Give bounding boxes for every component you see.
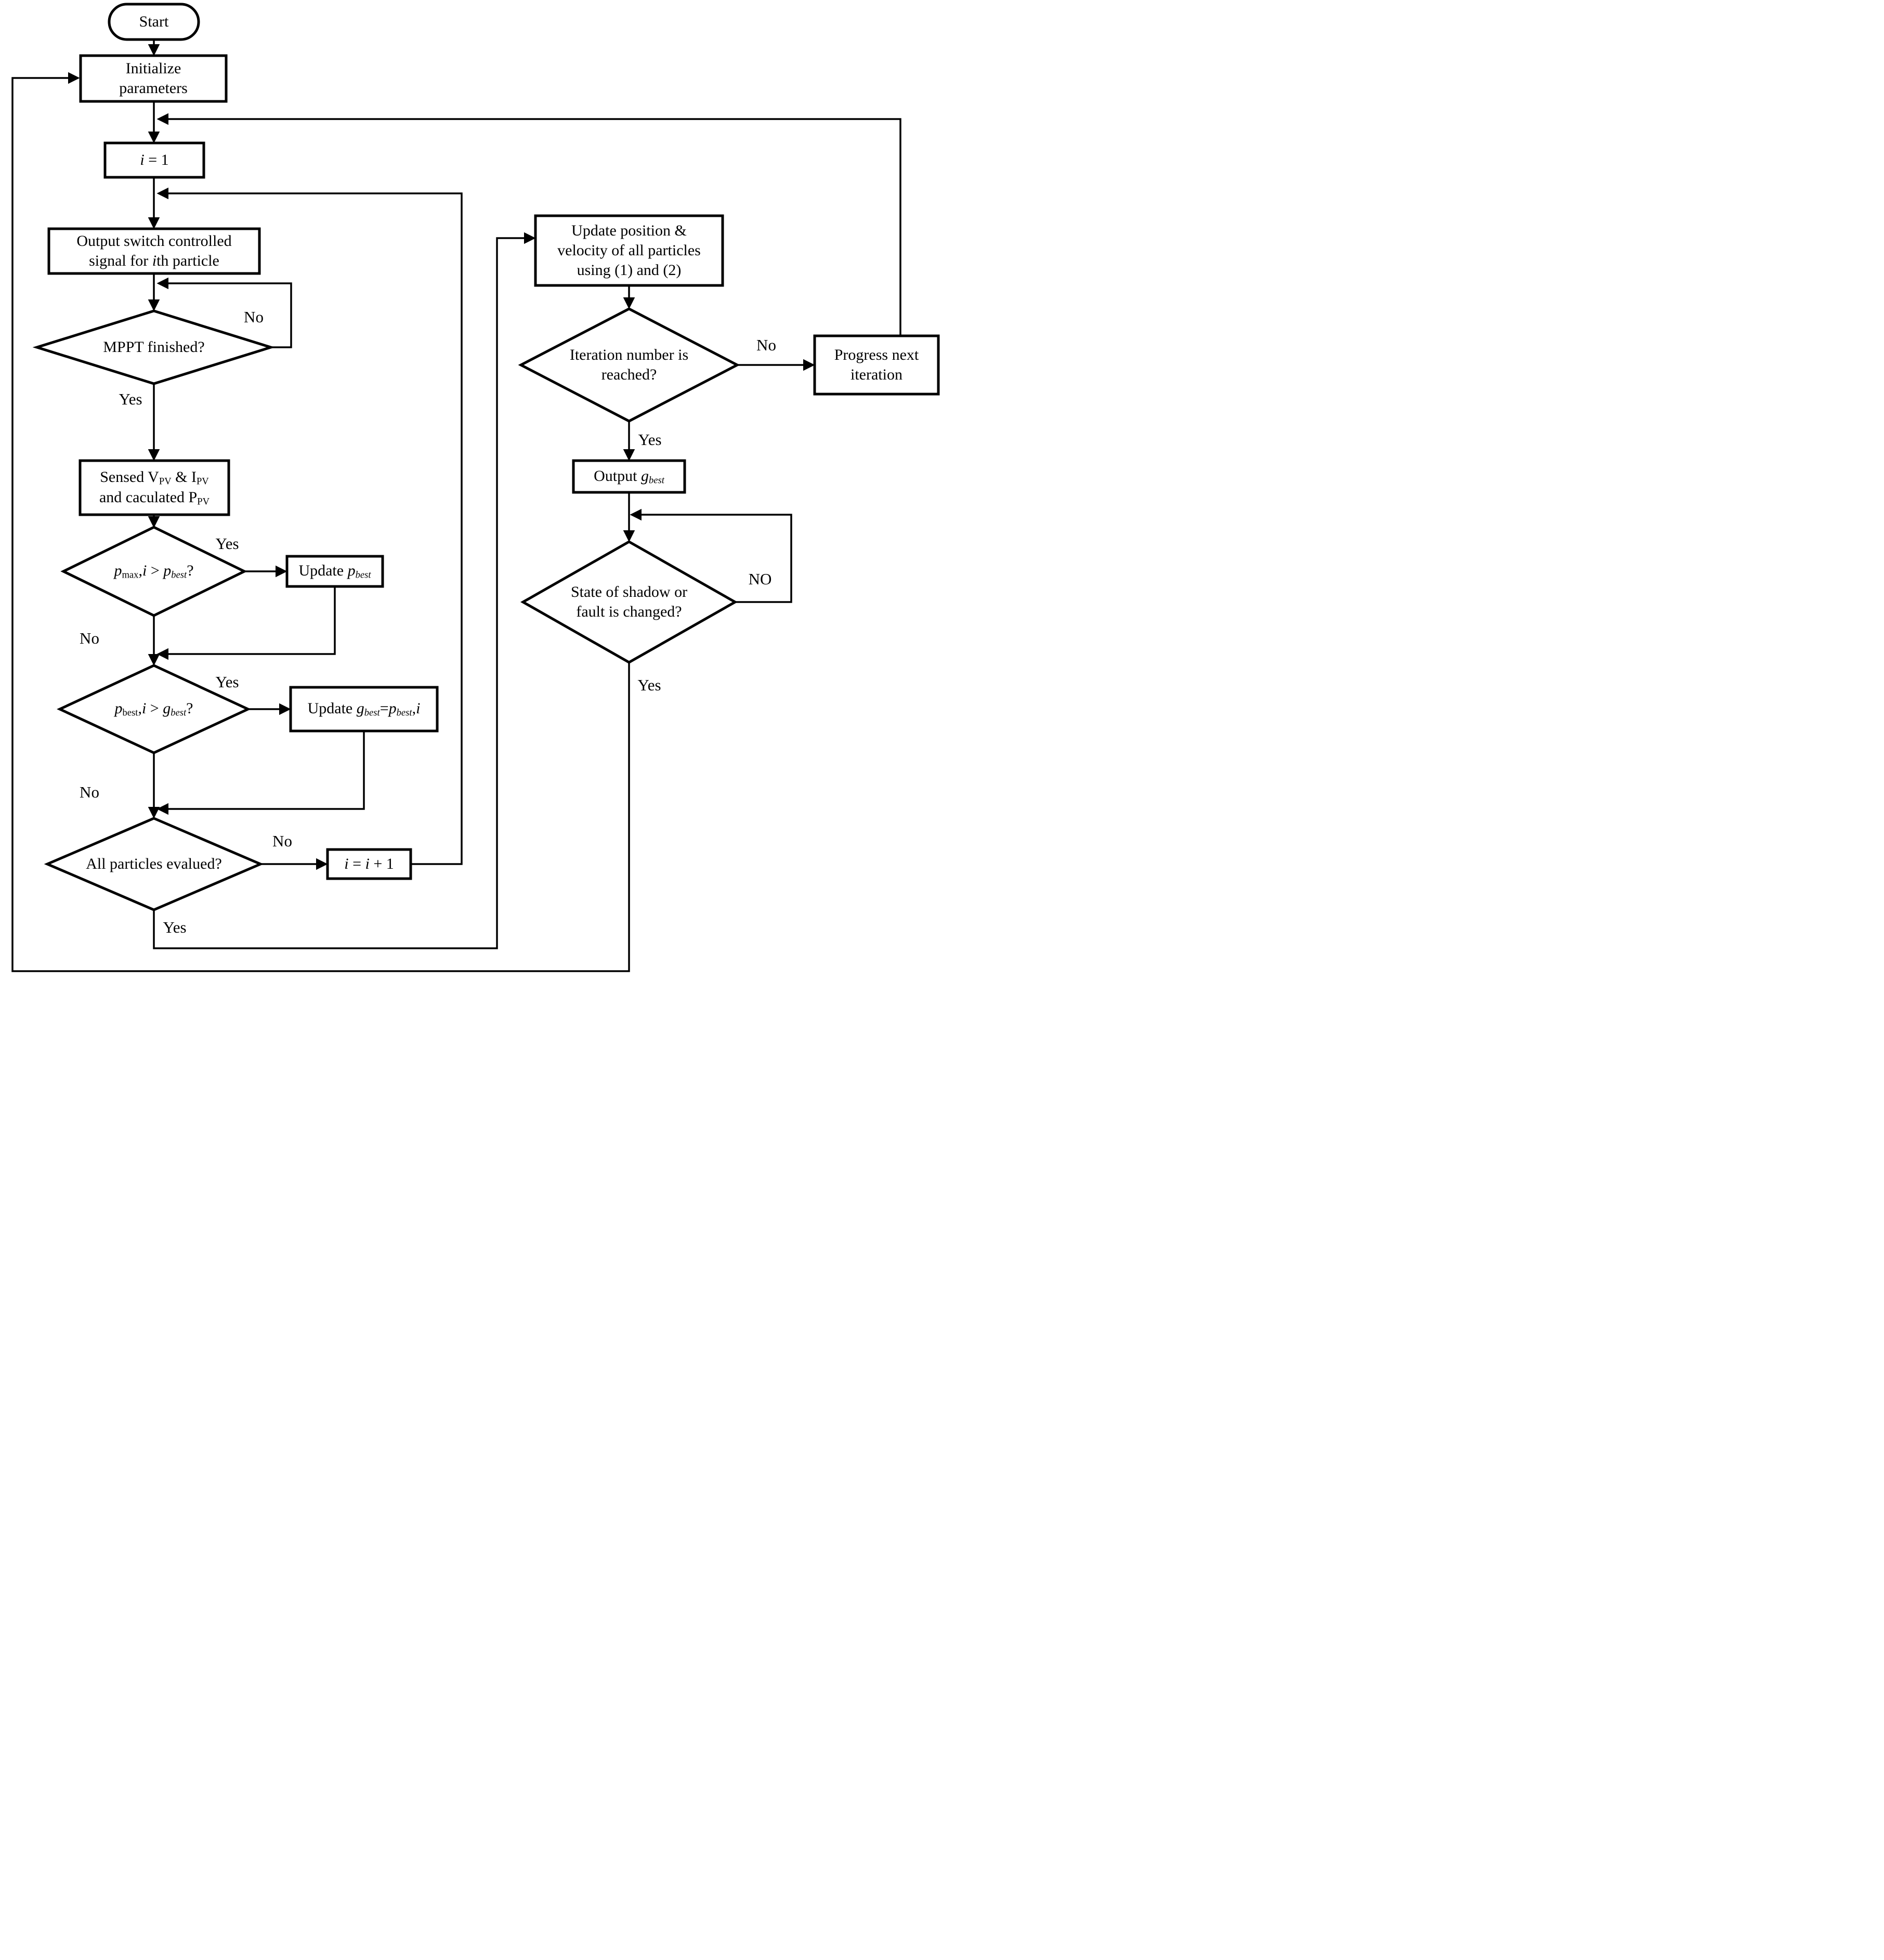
label-iter-no: No	[756, 336, 776, 354]
label-shadow-no: NO	[748, 570, 772, 588]
node-all-particles-label: All particles evalued?	[86, 855, 222, 873]
label-mppt-yes: Yes	[119, 390, 142, 408]
label-pbest-no: No	[80, 783, 99, 801]
label-pmax-yes: Yes	[215, 534, 239, 553]
label-pbest-yes: Yes	[215, 673, 239, 691]
node-update-position-label: Update position &velocity of all particl…	[557, 222, 701, 279]
node-i1-label: i = 1	[140, 151, 169, 169]
node-start-label: Start	[139, 13, 169, 31]
label-iter-yes: Yes	[638, 430, 662, 449]
label-all-no: No	[272, 832, 292, 850]
node-update-pbest-label: Update pbest	[298, 562, 371, 581]
label-all-yes: Yes	[163, 918, 187, 936]
label-shadow-yes: Yes	[637, 676, 661, 694]
label-mppt-no: No	[244, 308, 264, 326]
node-pbest-label: pbest,i > gbest?	[114, 700, 193, 719]
node-mppt-label: MPPT finished?	[103, 338, 205, 356]
node-i-increment-label: i = i + 1	[344, 855, 394, 873]
node-update-gbest-label: Update gbest=pbest,i	[307, 700, 421, 719]
node-pmax-label: pmax,i > pbest?	[114, 562, 194, 581]
node-output-gbest-label: Output gbest	[594, 467, 664, 486]
label-pmax-no: No	[80, 629, 99, 647]
